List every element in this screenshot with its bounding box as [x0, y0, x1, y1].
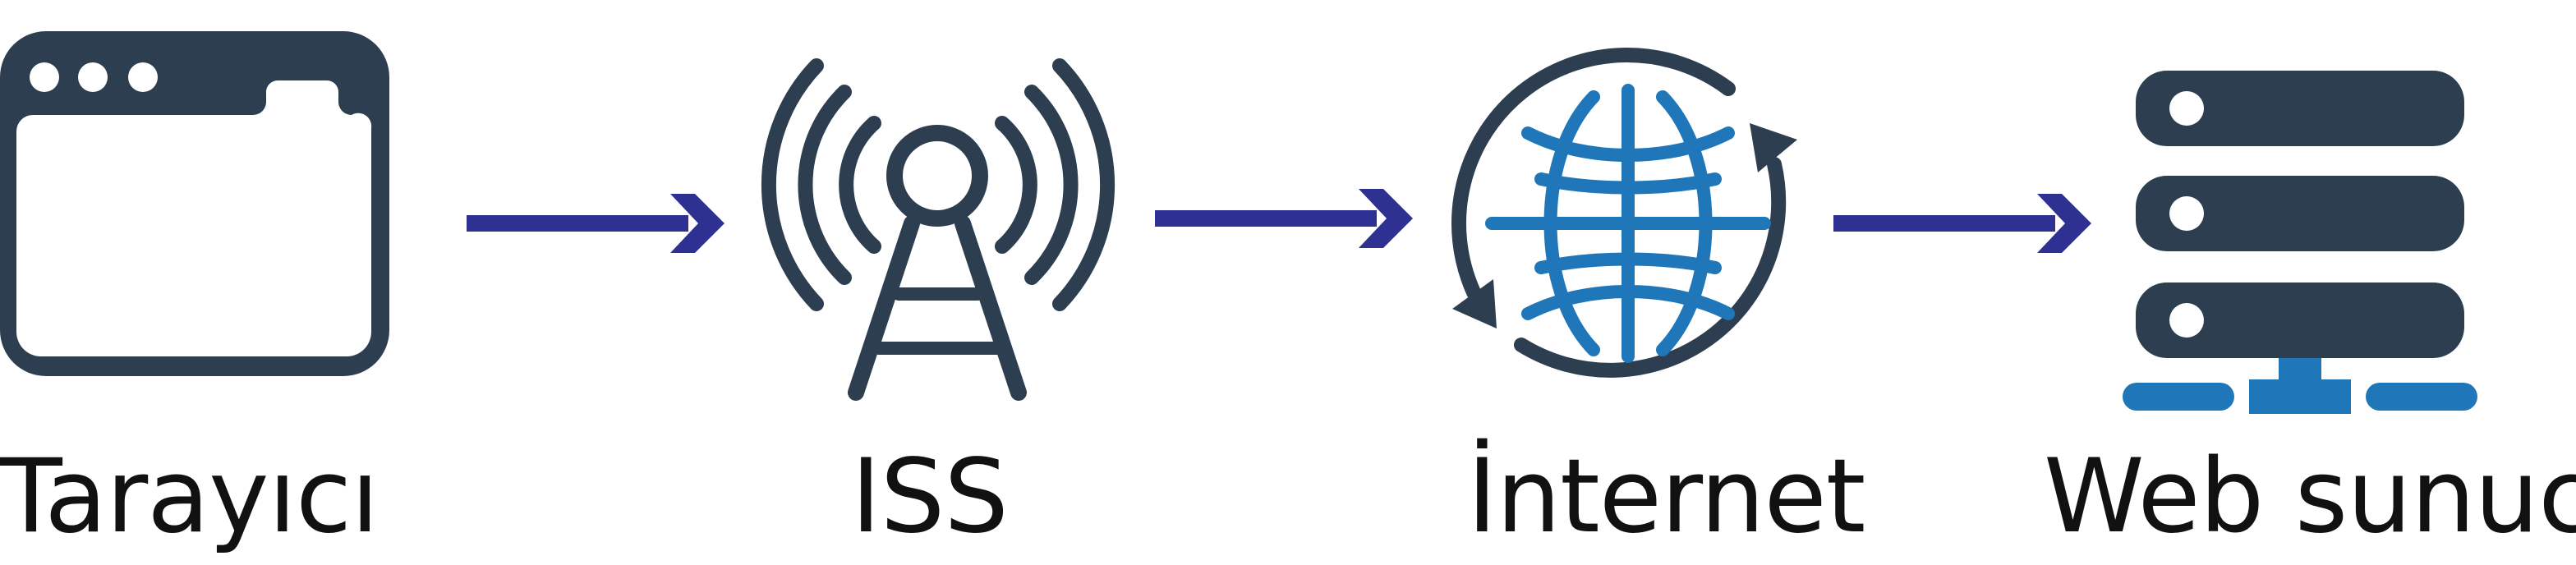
label-webserver: Web sunucu	[2044, 438, 2576, 556]
label-browser: Tarayıcı	[0, 438, 380, 556]
globe-sync-icon	[1451, 48, 1797, 378]
label-isp: ISS	[851, 438, 1009, 556]
browser-window-icon	[0, 31, 389, 376]
arrow-isp-to-internet	[1155, 189, 1413, 248]
arrow-internet-to-webserver	[1833, 194, 2091, 253]
radio-tower-icon	[761, 58, 1116, 401]
label-internet: İnternet	[1467, 438, 1865, 556]
arrow-browser-to-isp	[467, 194, 724, 253]
server-rack-icon	[2123, 71, 2477, 414]
